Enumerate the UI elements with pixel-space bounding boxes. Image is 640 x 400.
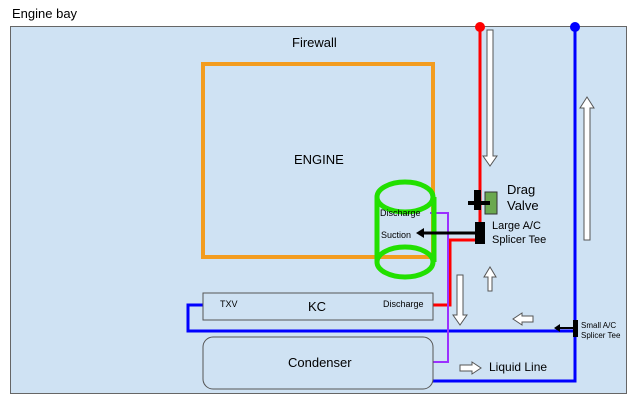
- small-tee-arrowhead: [554, 324, 560, 332]
- blue-hose-end: [570, 22, 580, 32]
- kc-label: KC: [308, 299, 327, 314]
- engine-label: ENGINE: [294, 152, 344, 167]
- kc-txv-label: TXV: [220, 299, 238, 309]
- drag-valve-label-2: Valve: [507, 198, 539, 213]
- compressor: [374, 179, 437, 280]
- condenser-box: [202, 336, 434, 390]
- red-hose-end: [475, 22, 485, 32]
- flow-arrow-icon: [459, 361, 482, 375]
- liquid-line-label: Liquid Line: [489, 360, 548, 374]
- engine-bay-area: [10, 26, 627, 394]
- drag-valve-label-1: Drag: [507, 182, 536, 197]
- drag-valve-bar: [468, 201, 490, 205]
- small-tee: [573, 320, 578, 337]
- kc-discharge-label: Discharge: [383, 299, 424, 309]
- large-tee-label-1: Large A/C: [492, 220, 541, 232]
- flow-arrow-icon: [483, 266, 497, 292]
- firewall-label: Firewall: [292, 35, 337, 50]
- flow-arrow-icon: [482, 29, 498, 167]
- condenser-label: Condenser: [288, 355, 352, 370]
- compressor-discharge-label: Discharge: [380, 208, 421, 218]
- kc-box: [202, 292, 434, 321]
- large-tee: [475, 222, 485, 244]
- flow-arrow-icon: [452, 274, 468, 326]
- red-discharge-line: [433, 238, 480, 307]
- flow-arrow-icon: [579, 96, 595, 241]
- suction-arrowhead: [416, 228, 424, 238]
- blue-hose: [433, 27, 577, 383]
- blue-kc-line: [186, 303, 575, 333]
- purple-line: [430, 212, 449, 363]
- compressor-suction-label: Suction: [381, 230, 412, 240]
- large-tee-label-2: Splicer Tee: [492, 234, 547, 246]
- small-tee-label-2: Splicer Tee: [581, 331, 621, 340]
- page-title: Engine bay: [12, 6, 78, 21]
- engine-block: [201, 62, 435, 259]
- small-tee-label-1: Small A/C: [581, 321, 617, 330]
- drag-valve-stem: [474, 190, 481, 210]
- flow-arrow-icon: [512, 312, 534, 326]
